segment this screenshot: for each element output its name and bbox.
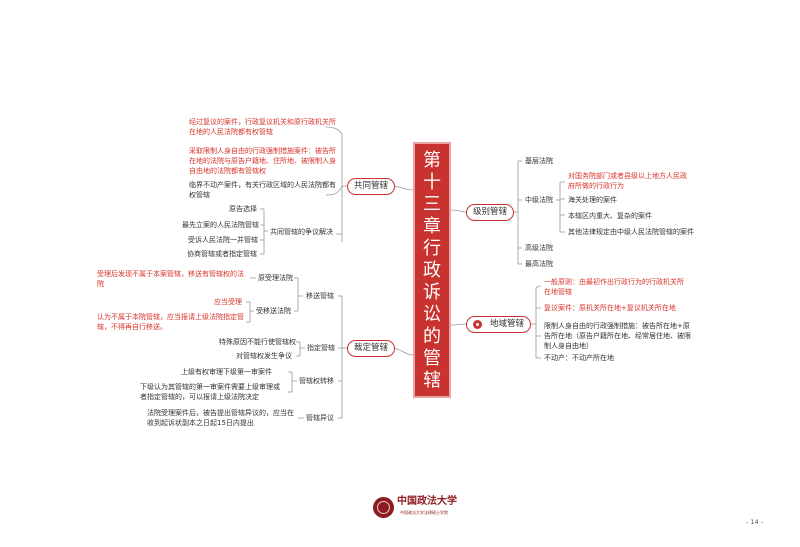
central-topic: 第十三章 行政诉讼的管辖 [413, 142, 451, 398]
gongtong-note-3: 临界不动产案件，有关行政区域的人民法院都有权管辖 [189, 181, 336, 199]
zhuanyi-item-2: 下级认为其管辖的第一审案件需要上级审理或者指定管辖的，可以报请上级法院决定 [140, 383, 280, 401]
dispute-item-2: 最先立案的人民法院管辖 [182, 221, 259, 229]
zhiding-label: 指定管辖 [307, 344, 335, 352]
gongtong-note-2: 采取限制人身自由的行政强制措施案件：被告所在地的法院与原告户籍地、住所地、被限制… [189, 147, 336, 175]
university-seal-logo [373, 497, 394, 518]
zhuanyi-item-1: 上级有权审理下级第一审案件 [181, 368, 272, 376]
branch-caiding-guanxia: 裁定管辖 [347, 340, 395, 357]
yuanshou-note: 受理后发现不属于本案管辖，移送有管辖权的法院 [97, 270, 244, 288]
branch-diyu-guanxia: 地域管辖 [466, 316, 531, 333]
dispute-item-3: 受诉人民法院一并管辖 [188, 236, 258, 244]
zhongji-item-4: 其他法律规定由中级人民法院管辖的案件 [568, 228, 694, 236]
location-pin-icon [473, 320, 482, 329]
yiyi-label: 管辖异议 [306, 414, 334, 422]
shouyisong-note-2: 认为不属于本院管辖，应当报请上级法院指定管辖，不得再自行移送。 [97, 313, 244, 331]
diyu-note-1: 一般原则：由最初作出行政行为的行政机关所在地管辖 [544, 278, 684, 296]
chapter-title: 第十三章 行政诉讼的管辖 [423, 150, 441, 391]
diyu-note-4: 不动产：不动产所在地 [544, 354, 614, 362]
zhongji-item-1: 对国务院部门或者县级以上地方人民政府所做的行政行为 [568, 172, 687, 190]
yisong-label: 移送管辖 [306, 292, 334, 300]
jibie-gaoji: 高级法院 [525, 244, 553, 252]
page-number: - 14 - [746, 518, 764, 526]
yuanshou-label: 原受理法院 [258, 274, 293, 282]
zhiding-item-1: 特殊原因不能行使管辖权 [219, 338, 296, 346]
jibie-zhongji-label: 中级法院 [525, 196, 553, 204]
jibie-jiceng: 基层法院 [525, 157, 553, 165]
diyu-note-2: 复议案件：原机关所在地+复议机关所在地 [544, 304, 676, 312]
zhongji-item-2: 海关处理的案件 [568, 196, 617, 204]
zhuanyi-label: 管辖权转移 [299, 377, 334, 385]
yiyi-text: 法院受理案件后，被告提出管辖异议的，应当在收到起诉状副本之日起15日内提出 [147, 409, 294, 427]
gongtong-note-1: 经过复议的案件，行政复议机关和原行政机关所在地的人民法院都有权管辖 [189, 118, 336, 136]
dispute-item-4: 协商管辖或者指定管辖 [187, 250, 257, 258]
shouyisong-note-1: 应当受理 [214, 298, 242, 306]
branch-gongtong-guanxia: 共同管辖 [347, 178, 395, 195]
zhiding-item-2: 对管辖权发生争议 [236, 352, 292, 360]
university-logo-subtitle: 中国政法大学法律硕士学院 [400, 510, 448, 515]
zhongji-item-3: 本辖区内重大、复杂的案件 [568, 212, 652, 220]
branch-jibie-guanxia: 级别管辖 [466, 204, 514, 221]
shouyisong-label: 受移送法院 [256, 307, 291, 315]
jibie-zuigao: 最高法院 [525, 260, 553, 268]
dispute-item-1: 原告选择 [229, 205, 257, 213]
diyu-note-3: 限制人身自由的行政强制措施：被告所在地+原告所在地（原告户籍所在地、经常居住地、… [544, 322, 691, 350]
gongtong-dispute-label: 共同管辖的争议解决 [270, 228, 333, 236]
university-logo-text: 中国政法大学 [397, 496, 457, 507]
